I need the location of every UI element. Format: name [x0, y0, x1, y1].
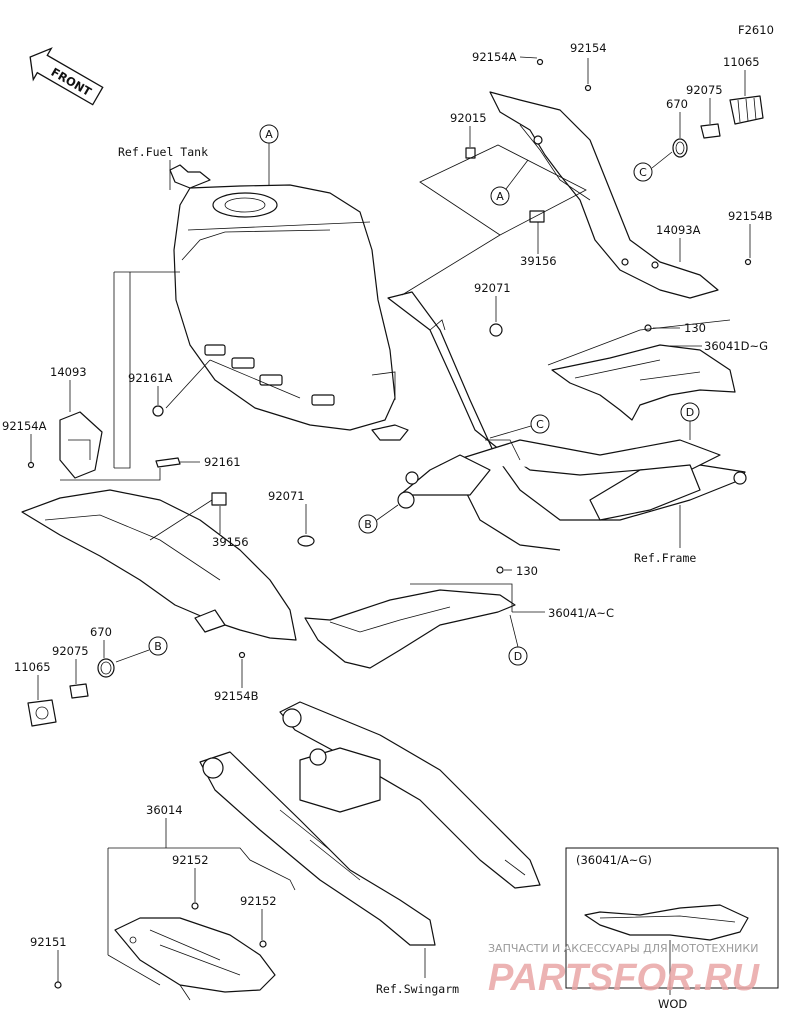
- inset-cowl: [584, 904, 749, 941]
- callout-c-top-label: C: [639, 166, 647, 179]
- collar-92075-top: [700, 123, 721, 139]
- label-92152-a: 92152: [172, 853, 209, 867]
- bolt-130-top: [644, 324, 652, 332]
- bolt-92152-a: [191, 902, 199, 910]
- callout-a-tank-label: A: [265, 128, 273, 141]
- callout-b-frame: [358, 514, 378, 534]
- callout-c-top: [633, 162, 653, 182]
- callout-b-left-label: B: [154, 640, 162, 653]
- label-92154A-left: 92154A: [2, 419, 47, 433]
- label-11065-top: 11065: [723, 55, 760, 69]
- label-92154B-left: 92154B: [214, 689, 259, 703]
- callout-c-frame-label: C: [536, 418, 544, 431]
- right-side-cover: [489, 91, 719, 299]
- callout-a-cover: [490, 186, 510, 206]
- figure-id: F2610: [738, 23, 774, 37]
- pin-92161: [155, 457, 181, 468]
- frame-outline: [387, 291, 747, 551]
- inset-title: (36041/A~G): [576, 853, 652, 867]
- collar-92075-left: [69, 683, 89, 699]
- label-130-mid: 130: [516, 564, 538, 578]
- left-side-cover: [21, 411, 297, 641]
- label-39156-top: 39156: [520, 254, 557, 268]
- callout-b-left: [148, 636, 168, 656]
- label-92071-mid: 92071: [268, 489, 305, 503]
- tape-39156-left: [211, 492, 227, 506]
- grommet-92161A: [152, 405, 164, 417]
- inset-caption: WOD: [658, 997, 687, 1011]
- label-14093A: 14093A: [656, 223, 701, 237]
- watermark-logo: PARTSFOR.RU: [488, 957, 760, 999]
- label-36041DG: 36041D~G: [704, 339, 768, 353]
- label-36014: 36014: [146, 803, 183, 817]
- bolt-92154B-left: [238, 651, 246, 659]
- label-670-left: 670: [90, 625, 112, 639]
- label-39156-left: 39156: [212, 535, 249, 549]
- ref-swingarm: Ref.Swingarm: [376, 982, 459, 996]
- cap-11065-left: [27, 699, 57, 727]
- bolt-92154B-right: [744, 258, 752, 266]
- label-670-top: 670: [666, 97, 688, 111]
- label-92151: 92151: [30, 935, 67, 949]
- label-92161A: 92161A: [128, 371, 173, 385]
- cap-11065-top: [729, 95, 764, 125]
- callout-d-frame-label: D: [686, 406, 694, 419]
- oring-670-left: [97, 658, 115, 678]
- bolt-130-mid: [496, 566, 504, 574]
- swingarm: [199, 701, 541, 946]
- label-92161: 92161: [204, 455, 241, 469]
- label-92154B-right: 92154B: [728, 209, 773, 223]
- label-36041AC: 36041/A~C: [548, 606, 614, 620]
- callout-a-cover-label: A: [496, 190, 504, 203]
- bolt-92152-b: [259, 940, 267, 948]
- callout-b-frame-label: B: [364, 518, 372, 531]
- callout-d-cowl-label: D: [514, 650, 522, 663]
- label-92075-top: 92075: [686, 83, 723, 97]
- fuel-tank-outline: [169, 164, 409, 441]
- label-11065-left: 11065: [14, 660, 51, 674]
- side-cowl-36041D: [551, 344, 736, 421]
- label-92154A-top: 92154A: [472, 50, 517, 64]
- bolt-92151: [54, 981, 62, 989]
- front-arrow-icon: FRONT: [29, 47, 104, 106]
- callout-c-frame: [530, 414, 550, 434]
- label-14093: 14093: [50, 365, 87, 379]
- label-92071-top: 92071: [474, 281, 511, 295]
- tape-39156-top: [529, 210, 545, 223]
- chain-cover: [114, 917, 276, 993]
- label-92152-b: 92152: [240, 894, 277, 908]
- bolt-92154-top: [584, 84, 592, 92]
- ref-fuel-tank: Ref.Fuel Tank: [118, 145, 208, 159]
- label-92154-top: 92154: [570, 41, 607, 55]
- label-92075-left: 92075: [52, 644, 89, 658]
- bolt-92154A-left: [27, 461, 35, 469]
- side-cowl-36041A: [304, 589, 516, 669]
- ref-frame: Ref.Frame: [634, 551, 696, 565]
- grommet-92071-top: [489, 323, 503, 337]
- grommet-92071-mid: [297, 535, 315, 547]
- label-92015: 92015: [450, 111, 487, 125]
- watermark-text: ЗАПЧАСТИ И АКСЕССУАРЫ ДЛЯ МОТОТЕХНИКИ: [488, 942, 758, 955]
- bolt-92154A-top: [536, 58, 544, 66]
- oring-670-top: [672, 138, 688, 158]
